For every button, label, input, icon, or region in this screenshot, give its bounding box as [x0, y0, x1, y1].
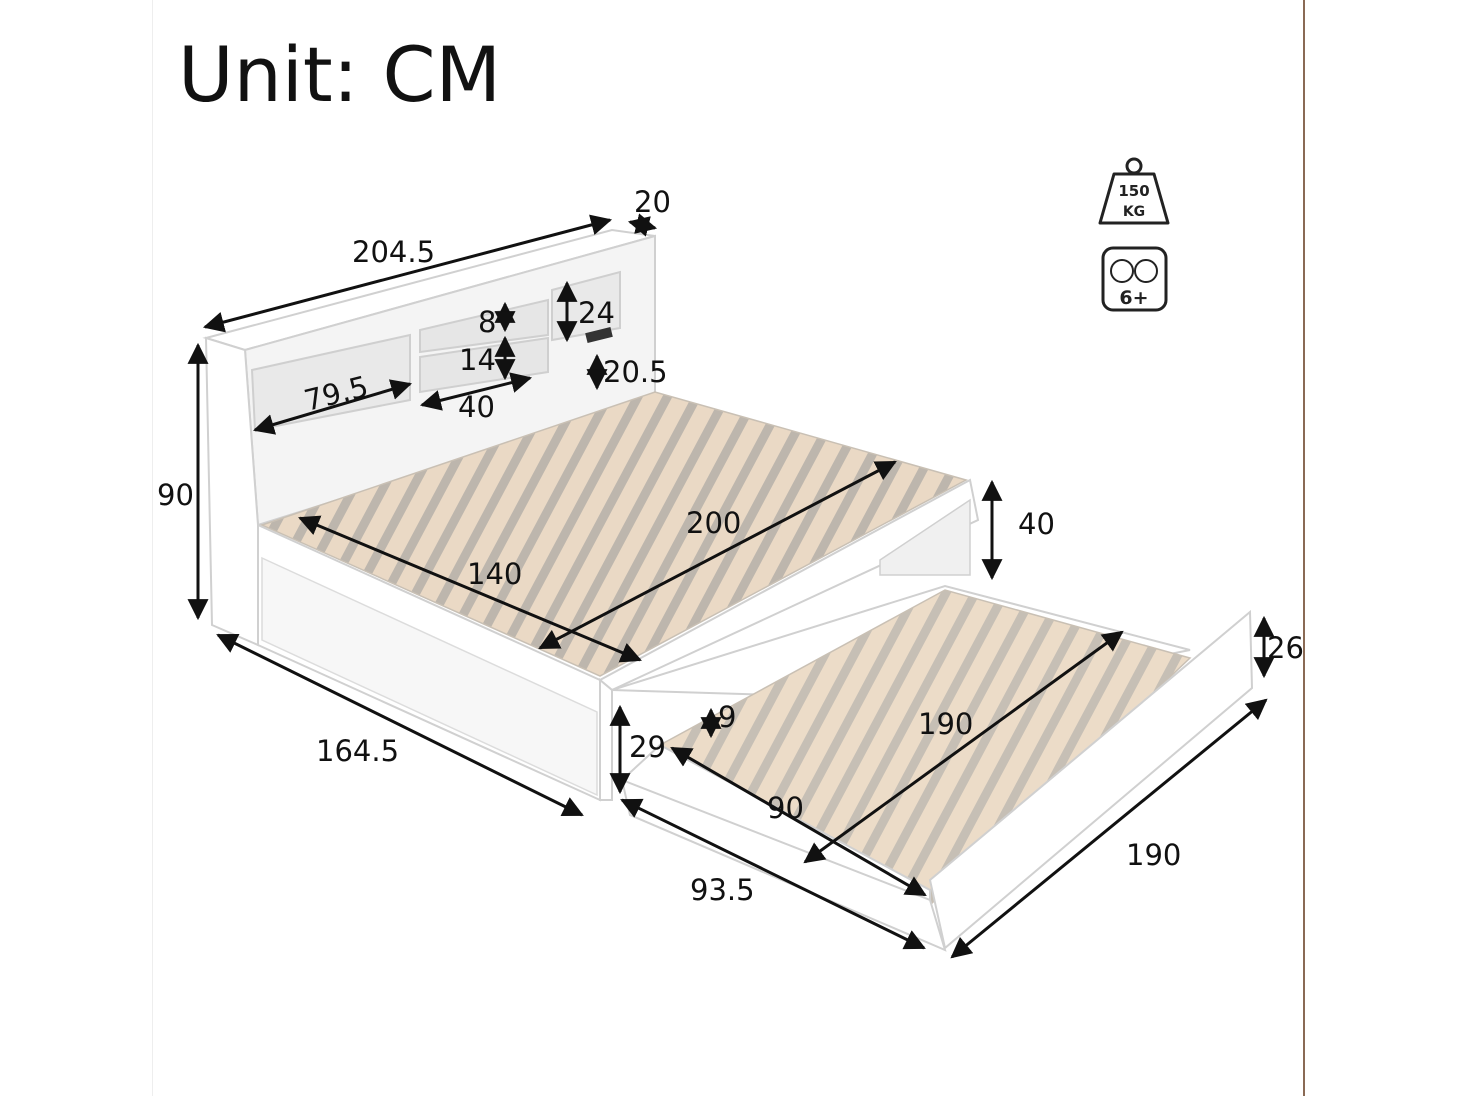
label-headboard-width: 204.5	[352, 235, 435, 269]
label-trundle-length: 190	[1126, 838, 1181, 872]
label-mattress-200: 200	[686, 506, 741, 540]
label-total-height: 90	[157, 478, 194, 512]
weight-badge: 150 KG	[1098, 157, 1170, 225]
unit-title: Unit: CM	[178, 30, 502, 119]
label-trundle-mattress-190: 190	[918, 707, 973, 741]
weight-hook-icon	[1125, 157, 1143, 175]
child-face-left-icon	[1110, 259, 1134, 283]
label-bed-height-40: 40	[1018, 507, 1055, 541]
bed-footboard	[599, 677, 613, 801]
label-shelf-40: 40	[458, 390, 495, 424]
age-icon	[1101, 246, 1168, 312]
dim-line-trundle-length-190	[950, 698, 1268, 959]
label-shelf-20-5: 20.5	[603, 355, 668, 389]
label-trundle-mattress-90: 90	[767, 791, 804, 825]
dim-line-shelf-79-5	[252, 379, 413, 435]
weight-value: 150	[1118, 182, 1149, 200]
label-shelf-24: 24	[578, 296, 615, 330]
label-trundle-9: 9	[718, 700, 736, 734]
age-value: 6+	[1119, 287, 1148, 309]
child-face-right-icon	[1134, 259, 1158, 283]
label-bed-width: 164.5	[316, 734, 399, 768]
dim-line-trundle-width-93-5	[620, 798, 926, 950]
label-headboard-depth: 20	[634, 185, 671, 219]
label-mattress-140: 140	[467, 557, 522, 591]
dimension-labels: 204.5 20 8 24 14 20.5 79.5 40 90 200 140…	[157, 185, 1304, 907]
age-badge: 6+	[1101, 246, 1168, 312]
dim-line-headboard-width	[202, 214, 613, 333]
dim-line-shelf-40	[419, 372, 533, 411]
label-trundle-width: 93.5	[690, 873, 755, 907]
weight-unit: KG	[1123, 204, 1145, 220]
label-shelf-14: 14	[459, 343, 496, 377]
left-border	[152, 0, 153, 1096]
dim-line-headboard-depth	[627, 213, 658, 237]
dim-line-bed-width-164-5	[216, 633, 584, 817]
dimension-lines	[187, 213, 1275, 959]
label-shelf-8: 8	[478, 305, 496, 339]
label-trundle-29: 29	[629, 730, 666, 764]
weight-icon	[1098, 172, 1170, 225]
right-border	[1303, 0, 1305, 1096]
label-trundle-26: 26	[1267, 631, 1304, 665]
